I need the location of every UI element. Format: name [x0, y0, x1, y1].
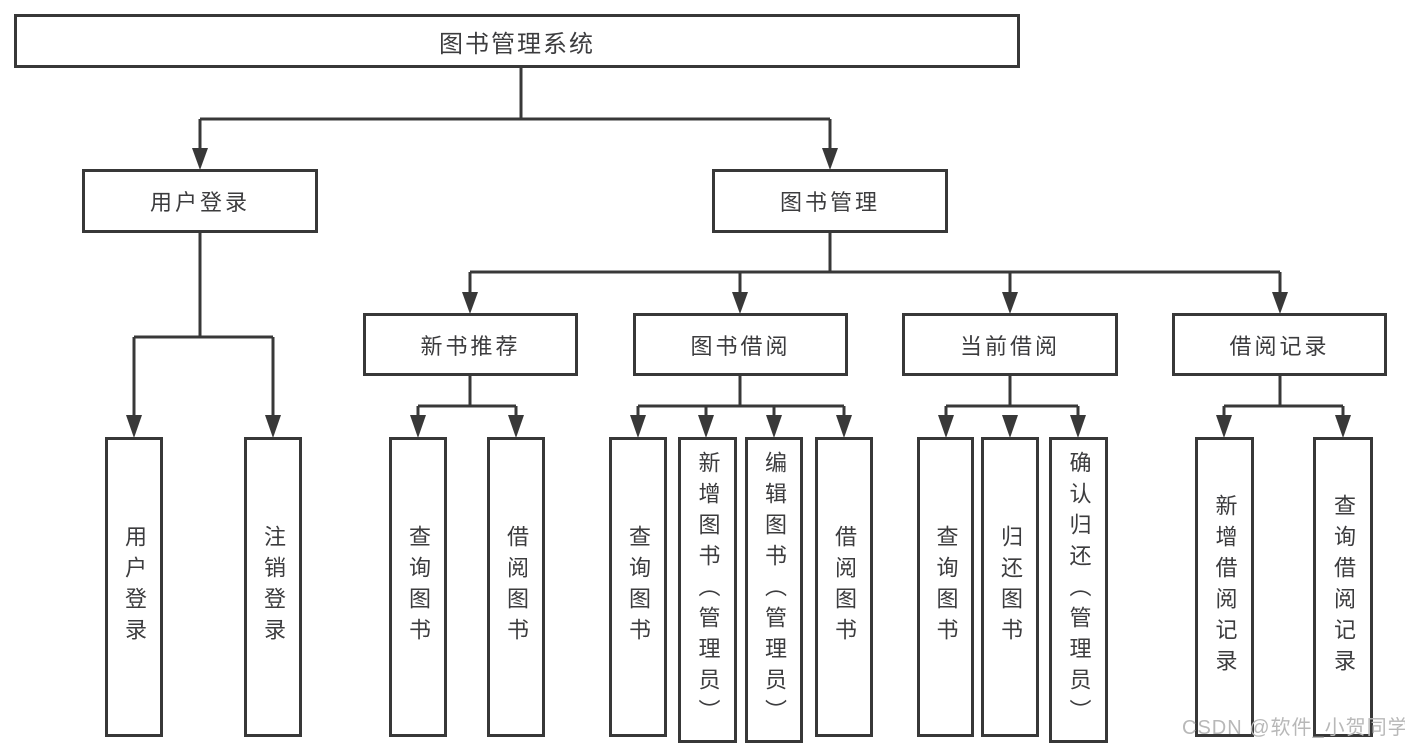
node-borrow-records: 借阅记录 [1172, 313, 1387, 376]
leaf-label: 查询借阅记录 [1331, 494, 1356, 680]
node-label: 新书推荐 [420, 333, 521, 359]
leaf-query-books-3: 查询图书 [917, 437, 974, 737]
connector-new-books-to-leaves [410, 376, 524, 438]
leaf-label: 编辑图书（管理员） [762, 450, 787, 730]
connector-user-login-to-leaves [126, 233, 281, 438]
arrow-down-icon [1002, 292, 1018, 314]
node-label: 图书管理 [779, 190, 880, 215]
leaf-confirm-return-admin: 确认归还（管理员） [1049, 437, 1108, 743]
leaf-query-books-1: 查询图书 [389, 437, 447, 737]
arrow-down-icon [1272, 292, 1288, 314]
arrow-down-icon [1216, 415, 1232, 438]
leaf-label: 借阅图书 [504, 525, 529, 649]
leaf-borrow-books-2: 借阅图书 [815, 437, 873, 737]
arrow-down-icon [938, 415, 954, 438]
node-library-system: 图书管理系统 [14, 14, 1020, 68]
leaf-label: 归还图书 [998, 525, 1023, 649]
node-label: 图书借阅 [690, 333, 791, 359]
connector-book-borrow-to-leaves [630, 376, 852, 438]
leaf-borrow-books-1: 借阅图书 [487, 437, 545, 737]
arrow-down-icon [822, 148, 838, 170]
arrow-down-icon [698, 415, 714, 438]
arrow-down-icon [630, 415, 646, 438]
connector-current-borrow-to-leaves [938, 376, 1086, 438]
arrow-down-icon [265, 415, 281, 438]
leaf-label: 新增图书（管理员） [695, 450, 721, 730]
leaf-label: 用户登录 [122, 525, 147, 649]
leaf-query-borrow-record: 查询借阅记录 [1313, 437, 1373, 737]
arrow-down-icon [410, 415, 426, 438]
node-label: 借阅记录 [1229, 333, 1330, 359]
csdn-watermark: CSDN @软件_小贺同学 [1182, 717, 1405, 739]
node-new-book-recommend: 新书推荐 [363, 313, 578, 376]
connector-root-to-level2 [192, 68, 838, 170]
node-book-management: 图书管理 [712, 169, 948, 233]
node-book-borrow: 图书借阅 [633, 313, 848, 376]
arrow-down-icon [126, 415, 142, 438]
leaf-return-books: 归还图书 [981, 437, 1039, 737]
node-label: 用户登录 [149, 190, 250, 215]
arrow-down-icon [1070, 415, 1086, 438]
arrow-down-icon [462, 292, 478, 314]
leaf-label: 查询图书 [626, 525, 651, 649]
node-current-borrow: 当前借阅 [902, 313, 1118, 376]
node-user-login: 用户登录 [82, 169, 318, 233]
leaf-query-books-2: 查询图书 [609, 437, 667, 737]
node-label: 当前借阅 [959, 333, 1060, 359]
leaf-label: 注销登录 [261, 525, 286, 649]
leaf-add-books-admin: 新增图书（管理员） [678, 437, 737, 743]
leaf-edit-books-admin: 编辑图书（管理员） [745, 437, 803, 743]
arrow-down-icon [1002, 415, 1018, 438]
arrow-down-icon [508, 415, 524, 438]
leaf-label: 查询图书 [933, 525, 959, 649]
arrow-down-icon [836, 415, 852, 438]
node-label: 图书管理系统 [439, 30, 595, 58]
leaf-add-borrow-record: 新增借阅记录 [1195, 437, 1254, 737]
leaf-logout: 注销登录 [244, 437, 302, 737]
leaf-user-login: 用户登录 [105, 437, 163, 737]
leaf-label: 查询图书 [406, 525, 431, 649]
leaf-label: 确认归还（管理员） [1066, 450, 1092, 730]
leaf-label: 新增借阅记录 [1212, 494, 1238, 680]
arrow-down-icon [1335, 415, 1351, 438]
arrow-down-icon [766, 415, 782, 438]
connector-book-mgmt-to-level3 [462, 233, 1288, 314]
connector-borrow-records-to-leaves [1216, 376, 1351, 438]
arrow-down-icon [192, 148, 208, 170]
leaf-label: 借阅图书 [832, 525, 857, 649]
arrow-down-icon [732, 292, 748, 314]
